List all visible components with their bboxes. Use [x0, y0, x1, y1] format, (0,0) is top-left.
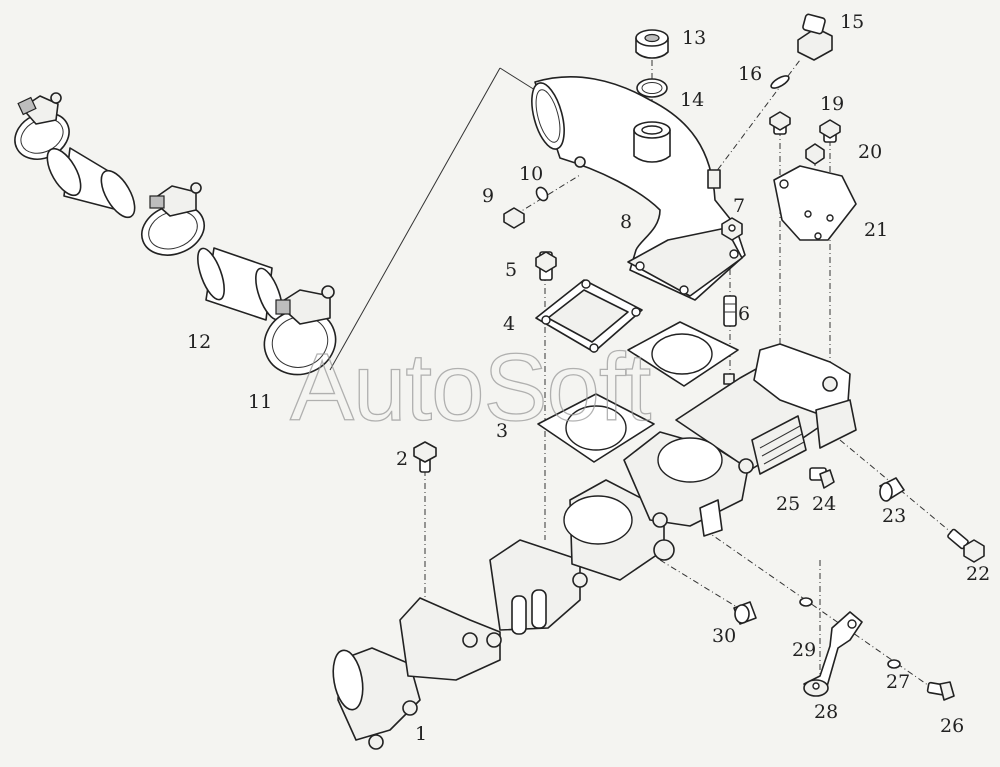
callout-12: 12 [187, 331, 211, 353]
hose-clamp-middle [141, 182, 205, 256]
callout-14: 14 [680, 89, 704, 111]
bolt-26 [926, 681, 955, 701]
callout-20: 20 [858, 141, 882, 163]
callout-5: 5 [505, 259, 517, 281]
hose-sleeve-lower [197, 247, 283, 321]
callout-15: 15 [840, 11, 864, 33]
hose-sleeve-upper [46, 147, 136, 219]
gasket-3 [537, 393, 655, 463]
bracket-28 [803, 611, 863, 697]
connection-lines [329, 67, 536, 371]
bolt-9 [503, 207, 525, 229]
watermark-text: AutoSoft [290, 334, 651, 441]
callout-26: 26 [940, 715, 964, 737]
bolt-22 [947, 528, 985, 563]
gasket-large-right [627, 321, 739, 387]
exhaust-manifold [332, 343, 857, 750]
callout-2: 2 [396, 448, 408, 470]
callout-4: 4 [503, 313, 515, 335]
callout-11: 11 [248, 391, 272, 413]
callout-21: 21 [864, 219, 888, 241]
cover-plate-21 [773, 165, 857, 241]
washer-29 [799, 597, 813, 607]
bolt-left-cover [769, 111, 791, 135]
callout-9: 9 [482, 185, 494, 207]
outlet-elbow-pipe [531, 76, 746, 301]
nut-7 [721, 217, 743, 241]
callout-28: 28 [814, 701, 838, 723]
callout-27: 27 [886, 671, 910, 693]
callout-10: 10 [519, 163, 543, 185]
o-ring-14 [636, 78, 668, 98]
callout-1: 1 [415, 723, 427, 745]
plug-bolt-15 [797, 13, 833, 61]
bolt-19 [819, 119, 841, 143]
hose-clamp-bottom [263, 285, 337, 376]
stud-6 [723, 295, 737, 385]
seal-washer-16 [770, 75, 790, 89]
callout-24: 24 [812, 493, 836, 515]
hose-clamp-top [14, 92, 70, 160]
callout-6: 6 [738, 303, 750, 325]
bushing-30 [733, 601, 757, 625]
callout-30: 30 [712, 625, 736, 647]
callout-29: 29 [792, 639, 816, 661]
washer-27 [887, 659, 901, 669]
callout-22: 22 [966, 563, 990, 585]
plug-13 [635, 29, 669, 59]
bolt-5 [535, 251, 557, 281]
bolt-24 [809, 467, 835, 489]
callout-7: 7 [733, 195, 745, 217]
callout-labels: 1 2 3 4 5 6 7 8 9 10 11 12 13 14 15 16 1… [187, 11, 990, 745]
bushing-23 [879, 477, 905, 502]
callout-19: 19 [820, 93, 844, 115]
washer-10 [535, 186, 549, 202]
callout-16: 16 [738, 63, 762, 85]
bolt-2 [413, 441, 437, 473]
bolt-20 [805, 143, 825, 165]
callout-23: 23 [882, 505, 906, 527]
gasket-plate-4 [535, 279, 643, 353]
callout-13: 13 [682, 27, 706, 49]
callout-8: 8 [620, 211, 632, 233]
callout-3: 3 [496, 420, 508, 442]
callout-25: 25 [776, 493, 800, 515]
